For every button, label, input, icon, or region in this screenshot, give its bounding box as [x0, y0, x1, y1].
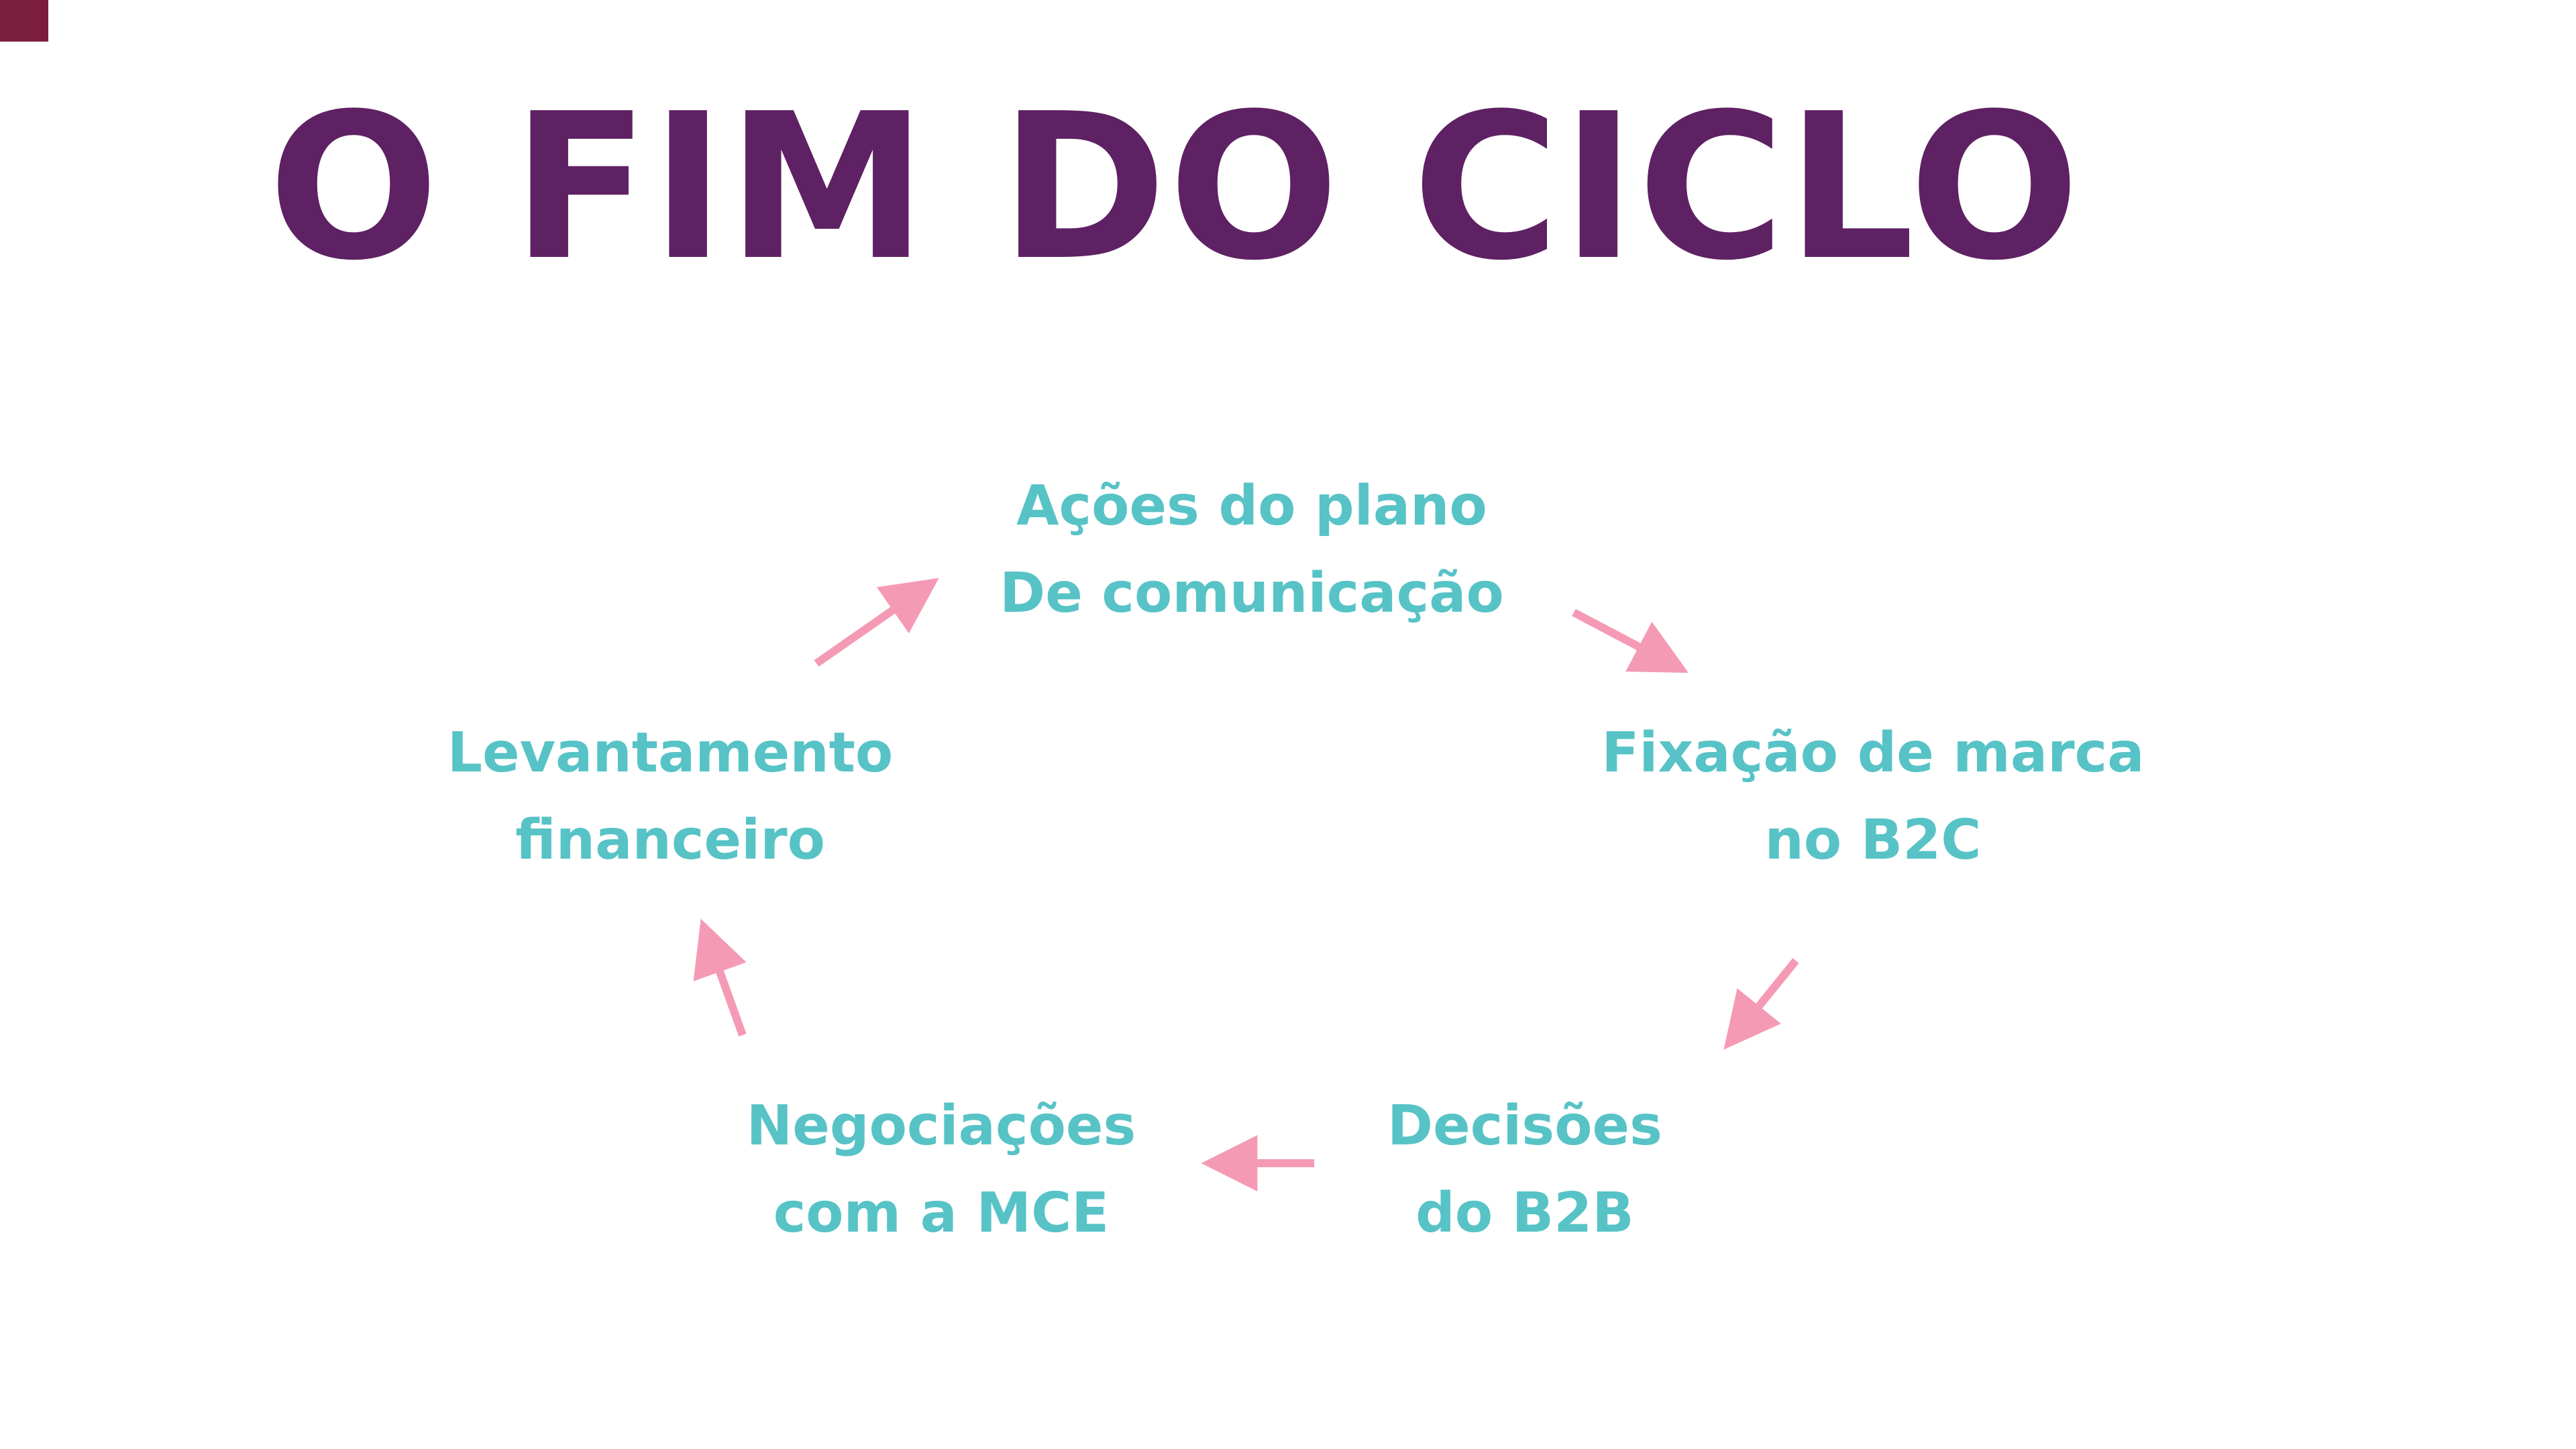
node-label-line: Ações do plano — [1016, 474, 1487, 538]
arrow-negociacoes-to-levantamento — [693, 918, 747, 1037]
node-label-line: De comunicação — [1000, 561, 1504, 625]
node-label-line: financeiro — [515, 808, 825, 872]
cycle-node-acoes-plano: Ações do plano De comunicação — [1000, 463, 1504, 637]
arrow-levantamento-to-acoes — [814, 578, 939, 667]
node-label-line: Decisões — [1387, 1094, 1662, 1158]
arrow-fixacao-to-decisoes — [1723, 958, 1799, 1050]
node-label-line: Negociações — [746, 1094, 1136, 1158]
cycle-node-negociacoes: Negociações com a MCE — [747, 1083, 1136, 1256]
cycle-node-levantamento: Levantamento financeiro — [447, 710, 894, 883]
node-label-line: Levantamento — [447, 721, 894, 785]
corner-accent — [0, 0, 48, 42]
node-label-line: Fixação de marca — [1601, 721, 2145, 785]
cycle-node-fixacao-marca: Fixação de marca no B2C — [1601, 710, 2144, 883]
node-label-line: do B2B — [1415, 1181, 1634, 1245]
node-label-line: no B2C — [1764, 808, 1982, 872]
node-label-line: com a MCE — [773, 1181, 1110, 1245]
cycle-node-decisoes-b2b: Decisões do B2B — [1387, 1083, 1662, 1256]
slide-title: O FIM DO CICLO — [268, 70, 2082, 305]
arrow-acoes-to-fixacao — [1572, 608, 1689, 674]
